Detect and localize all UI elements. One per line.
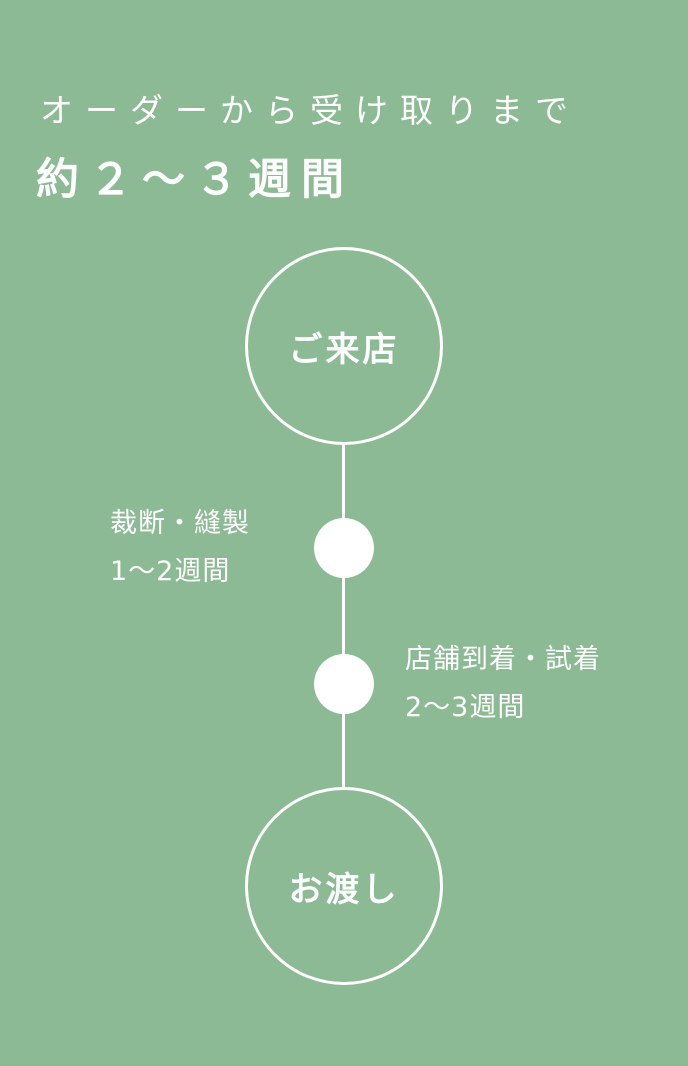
step-duration: 2〜3週間 [405, 692, 526, 723]
end-node-label: お渡し [288, 869, 400, 910]
step-name: 裁断・縫製 [110, 508, 250, 539]
step-dot-cutting-sewing [314, 518, 374, 578]
page-title: 約２～３週間 [36, 155, 354, 205]
start-node-label: ご来店 [288, 329, 400, 370]
subtitle: オーダーから受け取りまで [40, 91, 580, 130]
step-label-store-arrival-fitting: 店舗到着・試着 2〜3週間 [405, 636, 601, 732]
end-node: お渡し [245, 787, 443, 985]
step-name: 店舗到着・試着 [405, 644, 601, 675]
step-dot-store-arrival-fitting [314, 654, 374, 714]
step-duration: 1〜2週間 [110, 556, 231, 587]
timeline-connector [342, 440, 345, 790]
step-label-cutting-sewing: 裁断・縫製 1〜2週間 [110, 500, 250, 596]
start-node: ご来店 [245, 247, 443, 445]
